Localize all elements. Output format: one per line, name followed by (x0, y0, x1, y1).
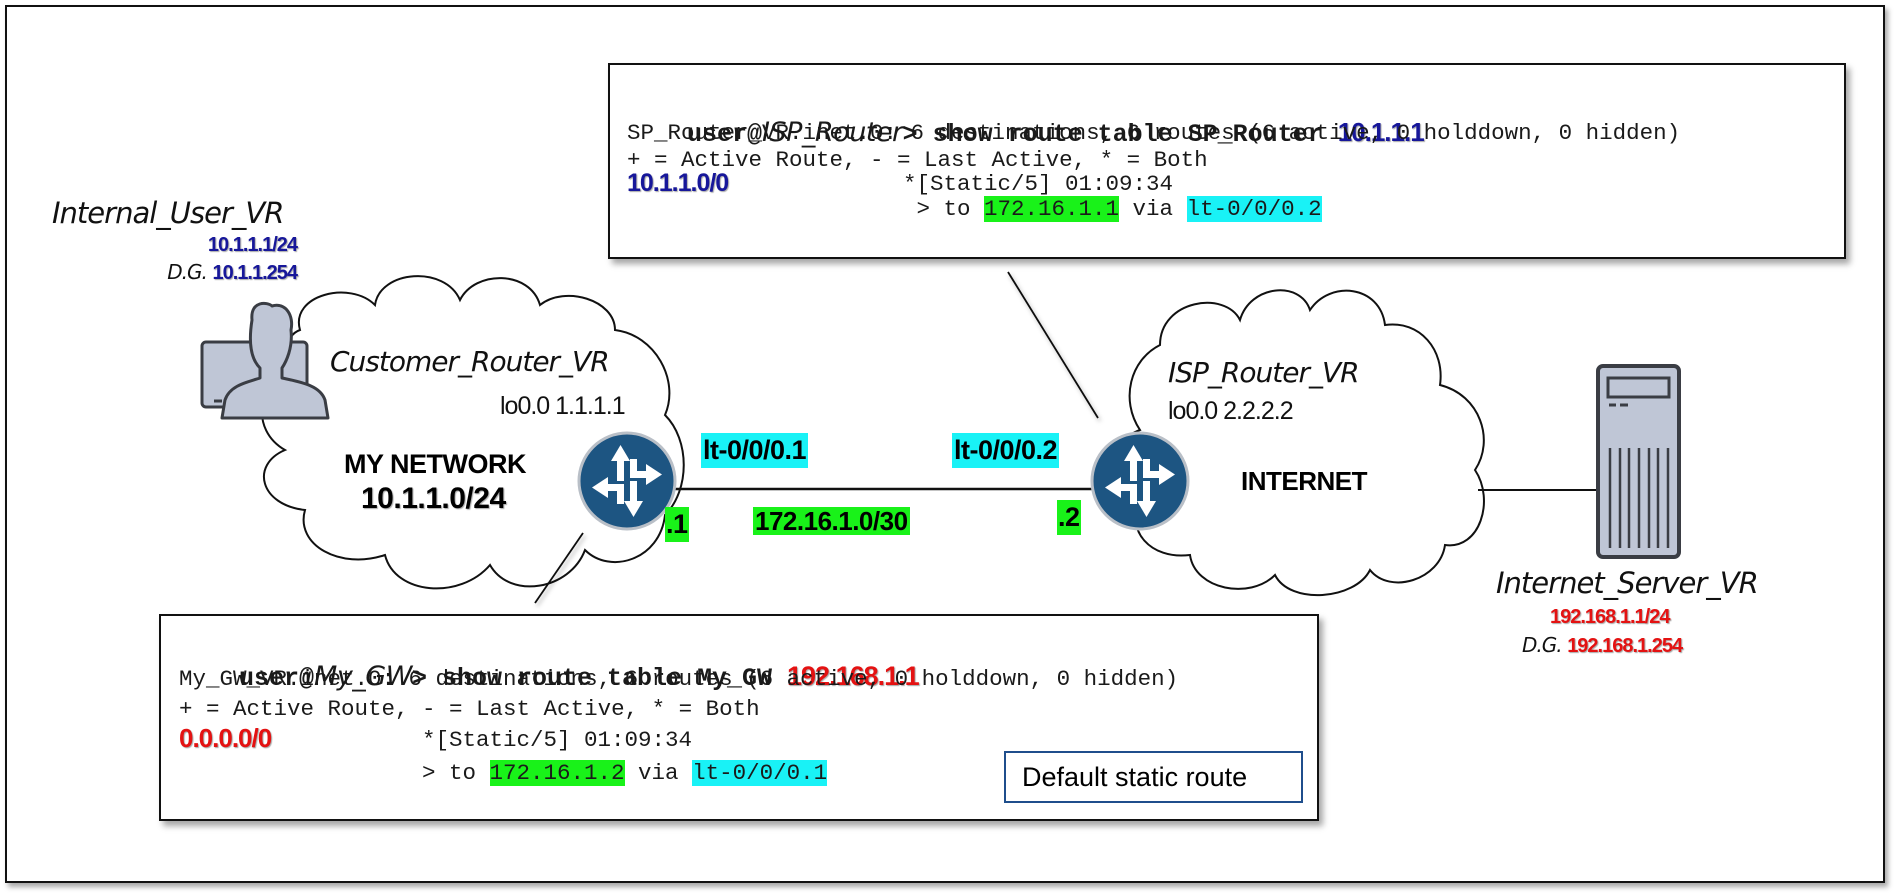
customer-router-icon[interactable] (577, 431, 677, 531)
nexthop-via: via (1119, 196, 1187, 222)
my-network-prefix: 10.1.1.0/24 (361, 482, 506, 515)
route-nexthop: > to 172.16.1.1 via lt-0/0/0.2 (903, 196, 1322, 222)
default-static-route-annotation: Default static route (1004, 751, 1303, 803)
customer-host-octet: .1 (665, 507, 689, 542)
prompt-host: ISP_Router (762, 117, 903, 148)
router-arrows-icon (592, 445, 662, 517)
internet-server-ip: 192.168.1.1/24 (1550, 606, 1670, 628)
customer-interface-label: lt-0/0/0.1 (701, 433, 809, 468)
customer-router-loopback: lo0.0 1.1.1.1 (500, 392, 626, 420)
route-legend: + = Active Route, - = Last Active, * = B… (179, 696, 760, 722)
nexthop-prefix: > to (903, 196, 985, 222)
prompt-host: My_GW (314, 661, 412, 692)
gw-callout-leader (534, 532, 584, 604)
isp-host-octet: .2 (1057, 500, 1081, 535)
nexthop-ip: 172.16.1.1 (984, 196, 1120, 222)
internal-user-name: Internal_User_VR (52, 196, 284, 230)
command-text: show route table My_GW (426, 664, 788, 693)
route-nexthop: > to 172.16.1.2 via lt-0/0/0.1 (422, 760, 828, 786)
nexthop-ip: 172.16.1.2 (489, 760, 625, 786)
prompt-user: user@ (687, 120, 763, 149)
isp-interface-label: lt-0/0/0.2 (952, 433, 1060, 468)
dg-ip: 192.168.1.254 (1567, 635, 1683, 657)
internal-user-gateway: D.G. 10.1.1.254 (167, 260, 298, 285)
nexthop-interface: lt-0/0/0.1 (692, 760, 828, 786)
dg-label: D.G. (167, 260, 208, 284)
internet-server-name: Internet_Server_VR (1496, 566, 1759, 600)
server-tower-icon (1596, 364, 1681, 559)
isp-router-loopback: lo0.0 2.2.2.2 (1168, 397, 1294, 425)
gw-command-line: user@My_GW> show route table My_GW 192.1… (179, 632, 920, 722)
router-arrows-icon (1105, 445, 1175, 517)
command-target-ip: 192.168.1.1 (787, 661, 920, 691)
nexthop-interface: lt-0/0/0.2 (1186, 196, 1322, 222)
route-protocol: *[Static/5] 01:09:34 (422, 727, 693, 753)
nexthop-prefix: > to (422, 760, 490, 786)
isp-command-line: user@ISP_Router> show route table SP_Rou… (627, 88, 1425, 178)
prompt-symbol: > (902, 120, 918, 149)
isp-router-name: ISP_Router_VR (1168, 356, 1360, 389)
route-summary: My_GW_VR.inet.0: 6 destinations, 6 route… (179, 666, 1179, 692)
isp-router-icon[interactable] (1090, 431, 1190, 531)
route-legend: + = Active Route, - = Last Active, * = B… (627, 147, 1208, 173)
internet-label: INTERNET (1241, 466, 1368, 496)
internal-user-ip: 10.1.1.1/24 (207, 234, 298, 256)
isp-network-cloud (1116, 289, 1485, 596)
route-summary: SP_Router_VR.inet.0: 6 destinations, 6 r… (627, 120, 1681, 146)
command-text: show route table SP_Router (917, 120, 1338, 149)
my-network-label: MY NETWORK (344, 449, 527, 479)
customer-network-cloud (261, 275, 685, 590)
nexthop-via: via (624, 760, 693, 786)
customer-router-name: Customer_Router_VR (330, 345, 610, 378)
prompt-user: user@ (239, 664, 315, 693)
isp-callout-leader (1007, 271, 1099, 419)
prompt-symbol: > (411, 664, 427, 693)
route-protocol: *[Static/5] 01:09:34 (903, 171, 1174, 197)
isp-route-table-output: user@ISP_Router> show route table SP_Rou… (608, 63, 1846, 259)
user-workstation-icon (200, 301, 330, 420)
route-prefix: 10.1.1.0/0 (627, 169, 729, 197)
route-prefix: 0.0.0.0/0 (179, 723, 272, 753)
link-subnet-label: 172.16.1.0/30 (753, 506, 910, 536)
internet-server-gateway: D.G. 192.168.1.254 (1522, 633, 1683, 658)
dg-label: D.G. (1522, 633, 1563, 657)
dg-ip: 10.1.1.254 (212, 262, 298, 284)
command-target-ip: 10.1.1.1 (1337, 117, 1425, 147)
